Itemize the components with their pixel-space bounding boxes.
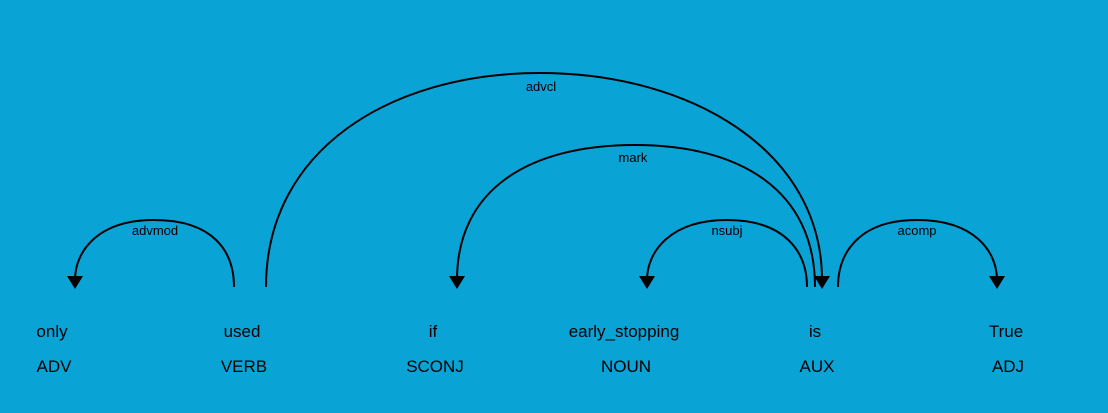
arc-label-mark: mark (619, 150, 648, 165)
tokens-group: only ADV used VERB if SCONJ early_stoppi… (36, 322, 1024, 376)
token-tag: ADV (37, 357, 73, 376)
token-word: True (989, 322, 1023, 341)
token-word: only (36, 322, 68, 341)
token-word: is (809, 322, 821, 341)
token-tag: SCONJ (406, 357, 464, 376)
arc-advmod (74, 218, 235, 288)
token-word: used (224, 322, 261, 341)
arc-label-nsubj: nsubj (711, 223, 742, 238)
arrowhead-advcl (814, 276, 830, 289)
arc-acomp (837, 218, 998, 288)
arc-nsubj (646, 218, 808, 288)
arc-label-advcl: advcl (526, 79, 556, 94)
token-word: if (429, 322, 438, 341)
arc-label-advmod: advmod (132, 223, 178, 238)
arrowhead-mark (449, 276, 465, 289)
arc-mark (456, 143, 816, 288)
arc-label-acomp: acomp (897, 223, 936, 238)
token-tag: VERB (221, 357, 267, 376)
arrowhead-nsubj (639, 276, 655, 289)
token-tag: NOUN (601, 357, 651, 376)
token-tag: ADJ (992, 357, 1024, 376)
arrowhead-acomp (989, 276, 1005, 289)
arrowhead-advmod (67, 276, 83, 289)
arc-advcl (265, 71, 823, 288)
token-word: early_stopping (569, 322, 680, 341)
token-tag: AUX (800, 357, 835, 376)
arcs-group: advmod advcl mark nsubj acomp (67, 71, 1005, 289)
